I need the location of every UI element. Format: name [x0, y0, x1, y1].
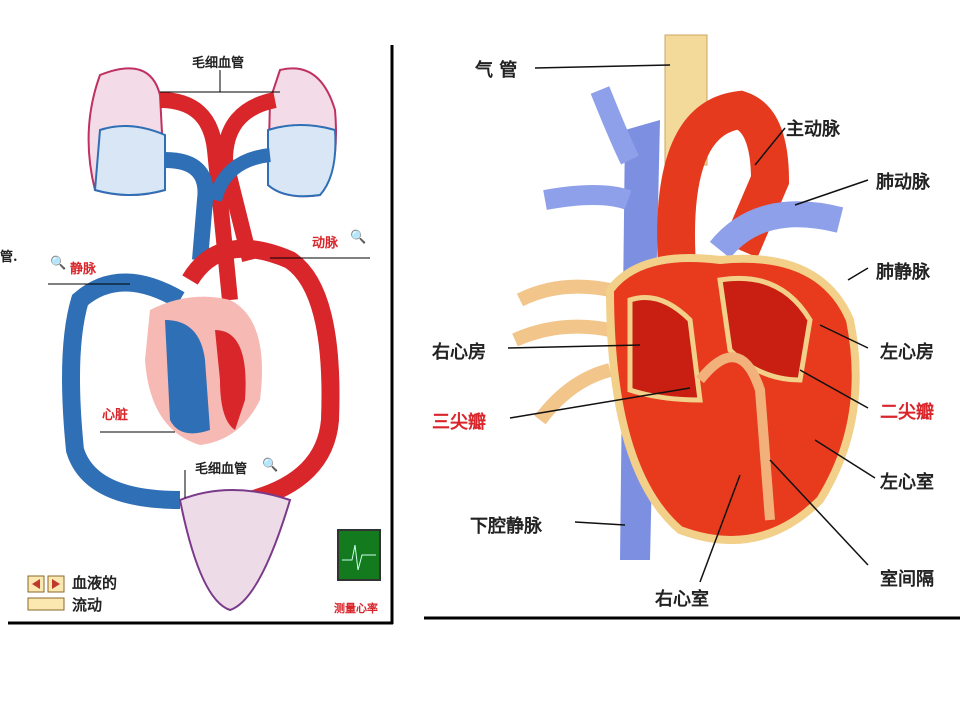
heart-rate-monitor-icon[interactable] — [337, 529, 381, 581]
label-artery: 动脉 — [312, 236, 339, 251]
label-left-atrium: 左心房 — [880, 342, 934, 363]
label-pulmonary-vein: 肺静脉 — [876, 262, 930, 283]
circulation-diagram — [8, 45, 394, 625]
label-mitral-valve: 二尖瓣 — [880, 402, 934, 423]
label-right-ventricle: 右心室 — [655, 589, 709, 610]
magnifier-icon[interactable]: 🔍 — [350, 230, 367, 245]
label-left-ventricle: 左心室 — [880, 472, 934, 493]
label-aorta: 主动脉 — [786, 119, 840, 140]
label-inferior-vena-cava: 下腔静脉 — [470, 516, 542, 537]
aorta-shape — [657, 90, 790, 303]
nav-caption-line2: 流动 — [72, 596, 103, 614]
label-capillary-top: 毛细血管 — [192, 56, 245, 71]
label-pulmonary-artery: 肺动脉 — [876, 172, 930, 193]
label-septum: 室间隔 — [880, 569, 934, 590]
label-capillary-bottom: 毛细血管 — [195, 462, 248, 477]
label-right-atrium: 右心房 — [432, 342, 486, 363]
nav-buttons-icon[interactable] — [27, 575, 65, 611]
label-tricuspid-valve: 三尖瓣 — [432, 412, 486, 433]
label-trachea: 气 管 — [475, 60, 518, 81]
heart-rate-caption: 测量心率 — [334, 602, 378, 615]
nav-caption-line1: 血液的 — [72, 574, 118, 592]
capillary-bed — [178, 489, 292, 612]
label-heart: 心脏 — [102, 408, 129, 423]
magnifier-icon[interactable]: 🔍 — [262, 458, 279, 473]
magnifier-icon[interactable]: 🔍 — [50, 256, 67, 271]
label-cut-text: 管. — [0, 250, 18, 265]
heart-anatomy-diagram — [424, 34, 960, 620]
label-vein: 静脉 — [70, 262, 97, 277]
